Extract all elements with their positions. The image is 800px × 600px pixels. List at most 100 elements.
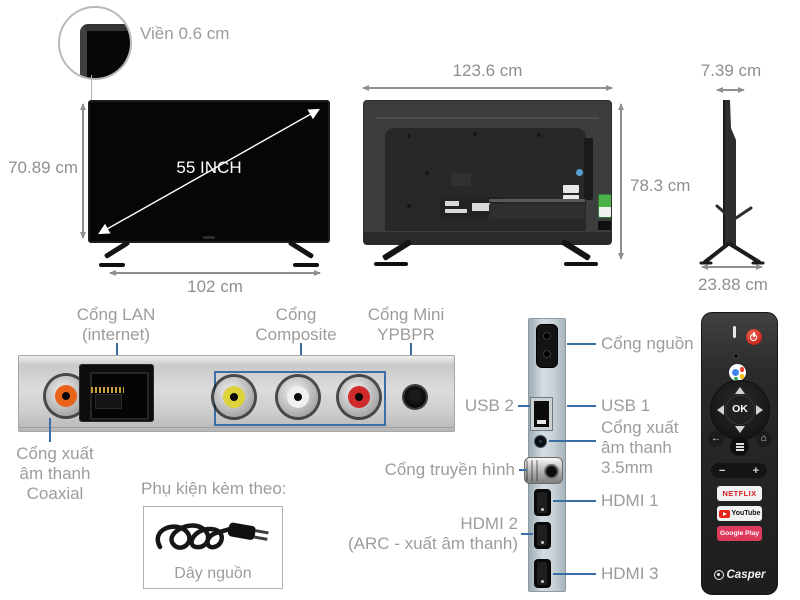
dpad-right-icon (756, 405, 763, 415)
tv-stand-foot (564, 262, 598, 266)
hdmi-port-3 (534, 559, 551, 588)
volume-up-label: + (752, 464, 759, 477)
usb1-label: USB 1 (601, 396, 651, 415)
side-depth-arrow (716, 86, 745, 93)
casper-logo-icon (713, 570, 724, 580)
rear-port-column (584, 138, 593, 200)
volume-rocker: − + (711, 463, 767, 478)
hdmi-port-2 (534, 522, 551, 549)
hdmi2-label: HDMI 2 (ARC - xuất âm thanh) (347, 514, 518, 554)
power-socket-label: Cổng nguồn (601, 334, 694, 353)
back-height-arrow (617, 103, 624, 260)
sticker (563, 195, 579, 202)
home-button: ⌂ (756, 431, 772, 447)
callout-line-hdmi1 (553, 500, 596, 502)
callout-line-hdmi3 (553, 573, 596, 575)
stand-depth-arrow (701, 263, 763, 270)
tv-side-view (699, 100, 765, 265)
youtube-button: YouTube (717, 506, 762, 521)
volume-down-label: − (719, 464, 726, 477)
power-socket (536, 324, 558, 368)
mic-slit-icon (733, 326, 736, 338)
composite-audio-port-red (339, 377, 379, 417)
dpad-down-icon (735, 426, 745, 433)
usb-port (530, 397, 553, 431)
diagonal-arrow (98, 108, 320, 235)
magnifier-circle-icon (58, 6, 132, 80)
back-height-label: 78.3 cm (630, 176, 691, 195)
menu-icon (735, 446, 744, 448)
rear-port-panel (18, 355, 455, 432)
tv-back-view (363, 100, 612, 245)
usb2-label: USB 2 (464, 396, 514, 415)
hdmi1-label: HDMI 1 (601, 491, 659, 510)
google-play-button: Google Play (717, 526, 762, 541)
accessories-title: Phụ kiện kèm theo: (141, 479, 287, 498)
youtube-icon (718, 509, 730, 518)
tv-front-view: 55 INCH (88, 100, 330, 243)
dpad-left-icon (717, 405, 724, 415)
callout-line-usb1 (567, 405, 596, 407)
front-height-label: 70.89 cm (8, 158, 78, 177)
power-cord-label: Dây nguồn (174, 565, 252, 582)
netflix-button: NETFLIX (717, 486, 762, 501)
hdmi-port-1 (534, 489, 551, 516)
energy-label (598, 194, 611, 218)
tv-stand-foot (293, 263, 319, 267)
front-width-arrow (109, 269, 321, 276)
callout-line-audio-out (549, 440, 596, 442)
vent (451, 173, 471, 186)
front-height-arrow (79, 103, 86, 239)
sticker (563, 185, 579, 193)
lan-port (79, 364, 154, 422)
stand-depth-label: 23.88 cm (698, 275, 768, 294)
port-recess (489, 204, 585, 219)
ypbpr-mini-port (404, 386, 426, 408)
bezel-size-label: Viền 0.6 cm (140, 24, 230, 43)
dpad: OK (710, 380, 770, 440)
hdmi3-label: HDMI 3 (601, 564, 659, 583)
back-button: ← (708, 431, 724, 447)
google-assistant-button (729, 364, 746, 381)
back-width-arrow (362, 84, 613, 91)
sticker (598, 221, 611, 230)
rating-plate (440, 197, 502, 217)
side-depth-label: 7.39 cm (700, 61, 762, 80)
back-indicator-dot (576, 169, 583, 176)
callout-line-tv-in (519, 469, 527, 471)
callout-line (91, 75, 92, 100)
speaker-grille (376, 117, 599, 119)
ypbpr-port-label: Cổng Mini YPBPR (367, 305, 445, 345)
remote-control: OK ← ⌂ − + NETFLIX YouTube Google Play C… (701, 312, 778, 595)
antenna-port (524, 457, 563, 484)
power-button (746, 329, 762, 345)
mic-hole-icon (734, 354, 738, 358)
tv-stand-foot (99, 263, 125, 267)
back-bottom-strip (364, 232, 611, 244)
callout-line-coaxial (49, 418, 51, 442)
callout-line-usb2 (518, 405, 530, 407)
tv-stand-foot (374, 262, 408, 266)
callout-line-hdmi2 (521, 533, 533, 535)
back-width-label: 123.6 cm (452, 61, 523, 80)
brand-logo: Casper (702, 569, 777, 581)
composite-video-port-yellow (214, 377, 254, 417)
brand-name: Casper (726, 569, 766, 581)
port-recess-edge (489, 199, 585, 202)
tv-in-label: Cổng truyền hình (384, 460, 515, 479)
audio-jack-3-5mm (534, 435, 547, 448)
composite-audio-port-white (278, 377, 318, 417)
callout-line-power (567, 343, 596, 345)
coaxial-label: Cổng xuất âm thanh Coaxial (16, 444, 94, 504)
brand-mark (203, 236, 215, 239)
composite-port-label: Cổng Composite (255, 305, 337, 345)
front-width-label: 102 cm (187, 277, 243, 296)
menu-button (730, 437, 749, 456)
side-port-panel (524, 318, 566, 592)
screen-size-label: 55 INCH (176, 158, 242, 177)
dpad-up-icon (735, 387, 745, 394)
accessory-box: Dây nguồn (143, 506, 283, 589)
lan-port-label: Cổng LAN (internet) (76, 305, 156, 345)
back-recessed-panel (385, 128, 611, 231)
